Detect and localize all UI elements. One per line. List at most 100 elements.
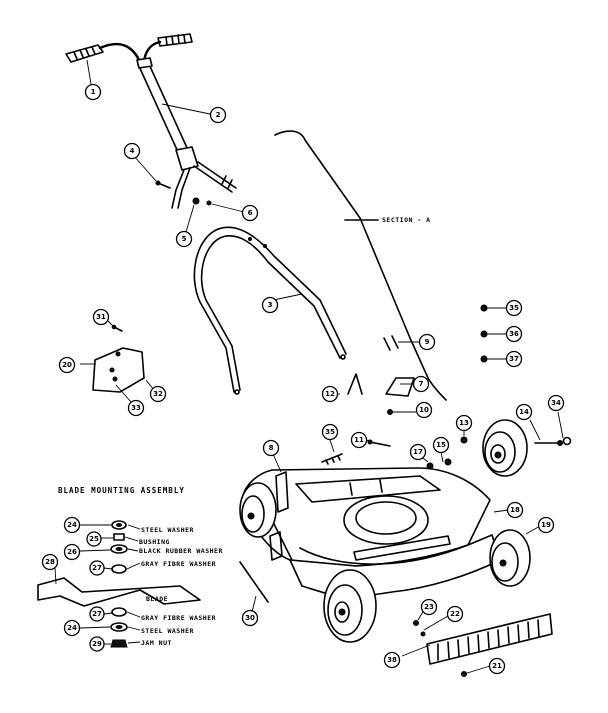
callout-27-bottom: 27 xyxy=(89,606,105,622)
blade-part-label-bushing: BUSHING xyxy=(139,538,170,546)
svg-text:1: 1 xyxy=(91,88,96,96)
callout-24-top: 24 xyxy=(63,516,81,534)
svg-text:5: 5 xyxy=(182,235,187,243)
svg-text:20: 20 xyxy=(62,361,72,369)
svg-text:34: 34 xyxy=(551,399,561,407)
svg-text:15: 15 xyxy=(436,441,446,449)
callout-11: 11 xyxy=(350,431,368,449)
svg-text:33: 33 xyxy=(131,404,141,412)
callout-14: 14 xyxy=(515,403,533,421)
callout-6: 6 xyxy=(241,204,259,222)
callout-34: 34 xyxy=(547,394,565,412)
blade-label: BLADE xyxy=(146,595,168,603)
blade-part-label-fibre-washer-bottom: GRAY FIBRE WASHER xyxy=(141,614,216,622)
callouts: 1 2 3 4 5 6 7 8 9 10 11 12 13 14 15 17 1… xyxy=(58,83,565,675)
deck-wheels xyxy=(239,482,531,643)
svg-text:27: 27 xyxy=(92,564,102,572)
svg-text:6: 6 xyxy=(248,209,253,217)
svg-text:35: 35 xyxy=(325,428,335,436)
svg-text:11: 11 xyxy=(354,436,364,444)
svg-text:18: 18 xyxy=(510,506,520,514)
callout-12: 12 xyxy=(321,385,339,403)
section-a-bracket: SECTION - A xyxy=(274,130,447,401)
callout-21: 21 xyxy=(488,657,506,675)
callout-3: 3 xyxy=(261,296,279,314)
small-parts xyxy=(92,180,572,677)
callout-9: 9 xyxy=(418,333,436,351)
callout-31: 31 xyxy=(92,308,110,326)
callout-15: 15 xyxy=(432,436,450,454)
blade-part-label-steel-washer-top: STEEL WASHER xyxy=(141,526,194,534)
svg-text:22: 22 xyxy=(450,610,460,618)
svg-text:3: 3 xyxy=(268,301,273,309)
callout-29: 29 xyxy=(89,636,105,652)
svg-text:7: 7 xyxy=(419,380,424,388)
svg-text:32: 32 xyxy=(153,390,163,398)
callout-4: 4 xyxy=(123,142,141,160)
svg-text:14: 14 xyxy=(519,408,529,416)
svg-text:21: 21 xyxy=(492,662,502,670)
blade-part-label-steel-washer-bottom: STEEL WASHER xyxy=(141,627,194,635)
svg-text:30: 30 xyxy=(245,614,255,622)
blade-callouts: 24 25 26 27 28 27 24 29 xyxy=(41,516,113,652)
callout-33: 33 xyxy=(127,399,145,417)
callout-7: 7 xyxy=(412,375,430,393)
svg-text:35: 35 xyxy=(509,304,519,312)
callout-23: 23 xyxy=(420,598,438,616)
callout-22: 22 xyxy=(446,605,464,623)
callout-30: 30 xyxy=(241,609,259,627)
callout-24-bottom: 24 xyxy=(63,619,81,637)
callout-39: 38 xyxy=(383,651,401,669)
callout-32: 32 xyxy=(149,385,167,403)
lower-handle xyxy=(193,226,347,395)
callout-28: 28 xyxy=(41,553,59,571)
callout-1: 1 xyxy=(84,83,102,101)
svg-text:24: 24 xyxy=(67,624,77,632)
callout-18: 18 xyxy=(506,501,524,519)
callout-5: 5 xyxy=(175,230,193,248)
callout-17: 17 xyxy=(409,443,427,461)
svg-text:8: 8 xyxy=(269,444,274,452)
section-a-label: SECTION - A xyxy=(382,216,431,224)
callout-25: 25 xyxy=(86,531,102,547)
blade-part-label-fibre-washer-top: GRAY FIBRE WASHER xyxy=(141,560,216,568)
svg-text:26: 26 xyxy=(67,548,77,556)
blade-assembly: BLADE MOUNTING ASSEMBLY BLADE STEEL WASH… xyxy=(37,486,223,648)
callout-19: 19 xyxy=(537,516,555,534)
blade-part-label-jam-nut: JAM NUT xyxy=(141,639,172,647)
svg-text:9: 9 xyxy=(425,338,430,346)
svg-text:13: 13 xyxy=(459,419,469,427)
callout-8: 8 xyxy=(262,439,280,457)
svg-text:19: 19 xyxy=(541,521,551,529)
svg-text:36: 36 xyxy=(509,330,519,338)
deck-housing xyxy=(241,467,501,599)
svg-text:25: 25 xyxy=(89,535,99,543)
callout-37: 36 xyxy=(505,325,523,343)
callout-26: 26 xyxy=(63,543,81,561)
svg-text:28: 28 xyxy=(45,558,55,566)
callout-10: 10 xyxy=(415,401,433,419)
svg-text:12: 12 xyxy=(325,390,335,398)
callout-27-top: 27 xyxy=(89,560,105,576)
callout-35: 35 xyxy=(321,423,339,441)
svg-text:10: 10 xyxy=(419,406,429,414)
callout-20: 20 xyxy=(58,356,76,374)
svg-text:38: 38 xyxy=(387,656,397,664)
blade-part-label-rubber-washer: BLACK RUBBER WASHER xyxy=(139,547,223,555)
svg-text:2: 2 xyxy=(216,111,221,119)
svg-text:37: 37 xyxy=(509,355,519,363)
callout-2: 2 xyxy=(209,106,227,124)
svg-text:31: 31 xyxy=(96,313,106,321)
callout-36: 35 xyxy=(505,299,523,317)
svg-text:17: 17 xyxy=(413,448,423,456)
svg-text:4: 4 xyxy=(130,147,135,155)
upper-handle xyxy=(65,33,237,209)
svg-text:29: 29 xyxy=(92,640,102,648)
callout-38: 37 xyxy=(505,350,523,368)
grass-deflector xyxy=(426,613,553,665)
callout-13: 13 xyxy=(455,414,473,432)
blade-title: BLADE MOUNTING ASSEMBLY xyxy=(58,486,185,495)
svg-text:27: 27 xyxy=(92,610,102,618)
svg-text:23: 23 xyxy=(424,603,434,611)
